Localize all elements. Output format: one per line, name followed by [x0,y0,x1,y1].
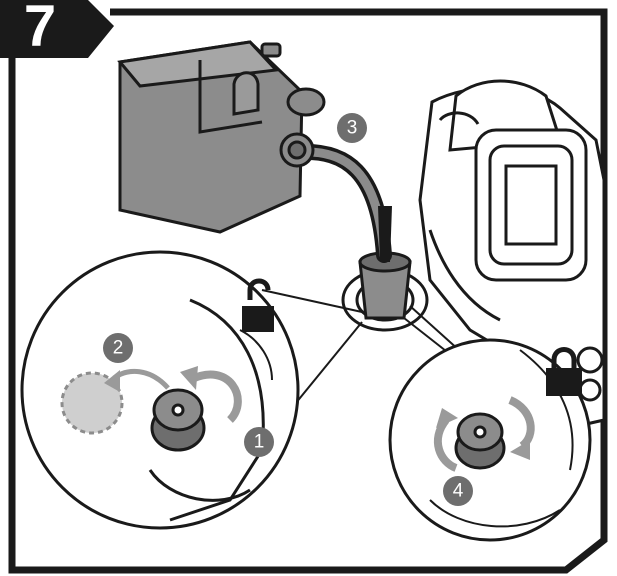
callout-4-label: 4 [453,481,464,502]
unscrew-arrow [188,370,242,423]
tighten-arrow-left [433,417,458,472]
zoom-circle-unlock: 2 1 [20,250,300,530]
fuel-canister [117,40,326,234]
tighten-arrow-right [508,396,535,450]
machine-body [418,79,606,432]
step-number: 7 [24,0,56,59]
fuel-cap-left [150,388,206,452]
fuel-hose [292,143,392,263]
fuel-cap-right [454,412,506,470]
step-badge: 7 [0,0,114,59]
callout-2: 2 [103,333,133,363]
callout-3-label: 3 [347,118,358,139]
padlock-closed-icon [546,347,582,396]
callout-1: 1 [244,427,274,457]
callout-1-label: 1 [254,432,265,453]
callout-2-label: 2 [113,338,124,359]
zoom-circle-lock: 4 [388,338,592,542]
padlock-open-icon [242,278,274,332]
callout-4: 4 [443,476,473,506]
callout-3: 3 [337,113,367,143]
removed-cap [60,371,124,435]
frame-border [8,8,608,574]
fuel-port [341,251,429,332]
